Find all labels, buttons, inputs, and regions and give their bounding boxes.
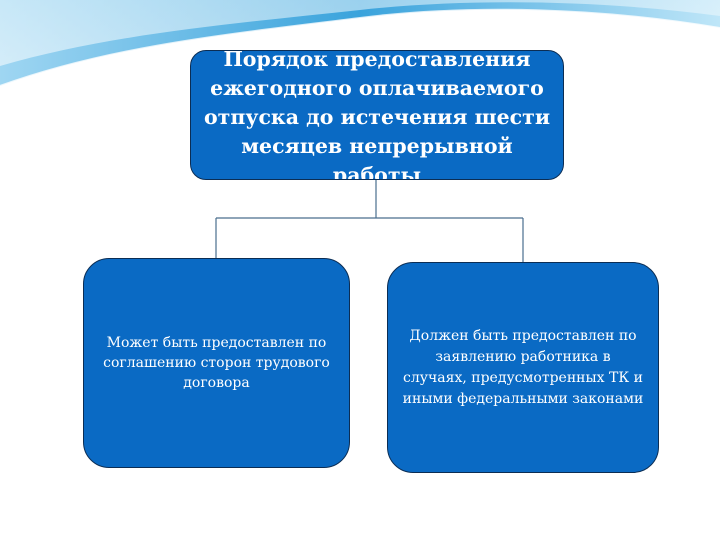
root-node: Порядок предоставления ежегодного оплачи… <box>190 50 564 180</box>
child-node-employee-request-text: Должен быть предоставлен по заявлению ра… <box>402 327 644 407</box>
root-node-text: Порядок предоставления ежегодного оплачи… <box>203 50 551 180</box>
child-node-employee-request: Должен быть предоставлен по заявлению ра… <box>387 262 659 473</box>
child-node-agreement: Может быть предоставлен по соглашению ст… <box>83 258 350 468</box>
decorative-wave-header <box>0 0 720 87</box>
child-node-agreement-text: Может быть предоставлен по соглашению ст… <box>103 335 330 391</box>
